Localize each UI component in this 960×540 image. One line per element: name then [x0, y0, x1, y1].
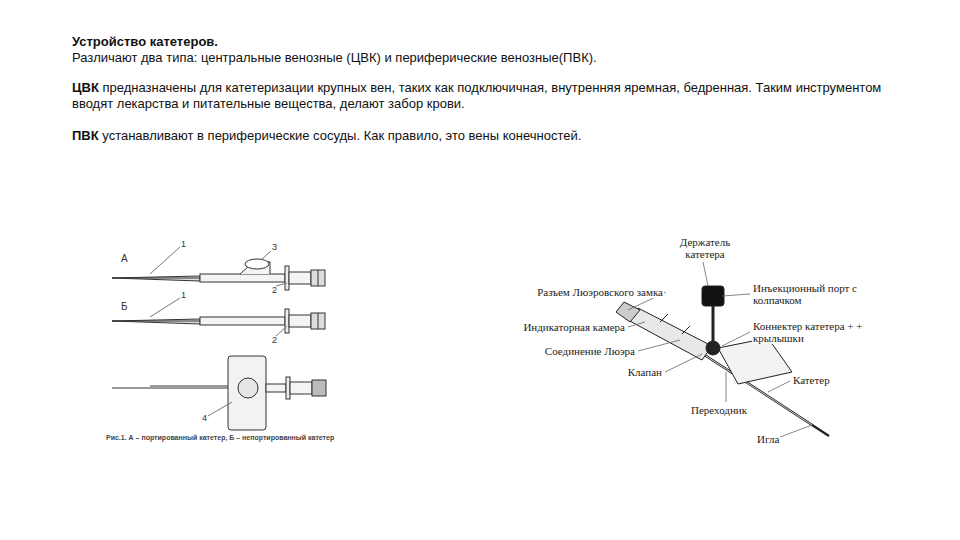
- part-label: Соединение Люэра: [544, 345, 636, 357]
- callout-number: 4: [202, 413, 207, 423]
- part-label: Игла: [756, 433, 780, 445]
- text-paragraph: ЦВК предназначены для катетеризации круп…: [72, 80, 902, 112]
- callout-number: 3: [272, 242, 277, 252]
- paragraph-text: Различают два типа: центральные венозные…: [72, 50, 597, 65]
- part-label: Разъем Люэровского замка: [536, 286, 664, 298]
- callout-letter: Б: [121, 301, 128, 312]
- slide-title: Устройство катетеров.: [72, 34, 218, 49]
- figure-caption: Рис.1. А – портированный катетер, Б – не…: [106, 434, 334, 441]
- bold-term: ПВК: [72, 128, 99, 143]
- callout-number: 1: [181, 239, 186, 249]
- bold-term: ЦВК: [72, 80, 99, 95]
- text-paragraph: Различают два типа: центральные венозные…: [72, 50, 912, 66]
- part-label: Индикаторная камера: [522, 321, 626, 333]
- winged-catheter: [112, 356, 326, 430]
- part-label: Держатель катетера: [664, 236, 746, 260]
- callout-number: 2: [272, 335, 277, 345]
- callout-number: 2: [272, 285, 277, 295]
- non-ported-catheter: [112, 298, 325, 336]
- paragraph-text: предназначены для катетеризации крупных …: [72, 80, 881, 111]
- part-label: Катетер: [792, 374, 831, 386]
- part-label: Клапан: [627, 366, 663, 378]
- callout-number: 1: [181, 290, 186, 300]
- callout-letter: А: [121, 253, 128, 264]
- ported-catheter: [112, 247, 325, 290]
- text-paragraph: ПВК устанавливают в периферические сосуд…: [72, 128, 902, 144]
- part-label: Переходник: [690, 404, 748, 416]
- part-label: Коннектер катетера + + крылышки: [752, 320, 884, 344]
- part-label: Инъекционный порт с колпачком: [752, 282, 866, 306]
- paragraph-text: устанавливают в периферические сосуды. К…: [102, 128, 581, 143]
